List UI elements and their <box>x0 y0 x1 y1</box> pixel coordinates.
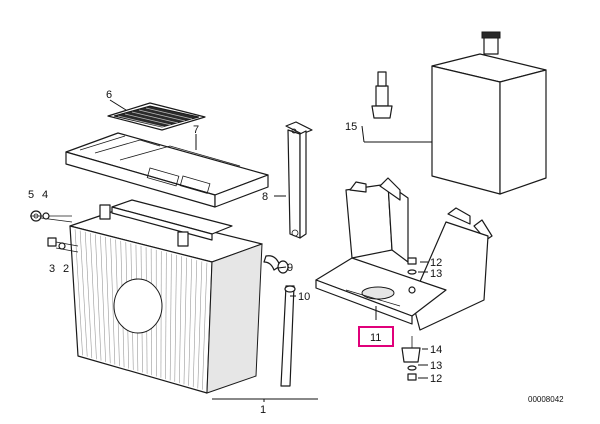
callout-13-bottom: 13 <box>430 360 442 372</box>
callout-7: 7 <box>193 124 199 136</box>
drawing-number: 00008042 <box>528 395 564 404</box>
battery-drawing <box>69 199 318 400</box>
callout-11: 11 <box>370 332 381 344</box>
tray-mount-hardware-drawing <box>401 257 428 381</box>
callout-3: 3 <box>49 263 55 275</box>
battery-cover-drawing <box>65 132 269 208</box>
battery-mat-drawing <box>107 102 206 131</box>
water-canister-drawing <box>361 31 547 195</box>
callout-6: 6 <box>106 89 112 101</box>
leader-lines <box>109 99 377 402</box>
battery-tray-drawing <box>315 177 493 331</box>
callout-12-bottom: 12 <box>430 373 442 385</box>
callout-1: 1 <box>260 404 266 416</box>
callout-4: 4 <box>42 189 48 201</box>
callout-2: 2 <box>63 263 69 275</box>
callout-5: 5 <box>28 189 34 201</box>
hold-down-bracket-drawing <box>285 121 313 239</box>
callout-9: 9 <box>287 262 293 274</box>
callout-14: 14 <box>430 344 442 356</box>
fastener-drawings <box>30 210 79 253</box>
callout-8: 8 <box>262 191 268 203</box>
callout-11-highlight <box>358 326 394 347</box>
callout-12-top: 12 <box>430 257 442 269</box>
callout-15: 15 <box>345 121 357 133</box>
callout-13-top: 13 <box>430 268 442 280</box>
callout-10: 10 <box>298 291 310 303</box>
vent-hose-drawing <box>263 255 296 387</box>
callout-labels: 1 2 3 4 5 6 7 8 9 10 11 12 13 14 13 12 1… <box>28 89 564 416</box>
